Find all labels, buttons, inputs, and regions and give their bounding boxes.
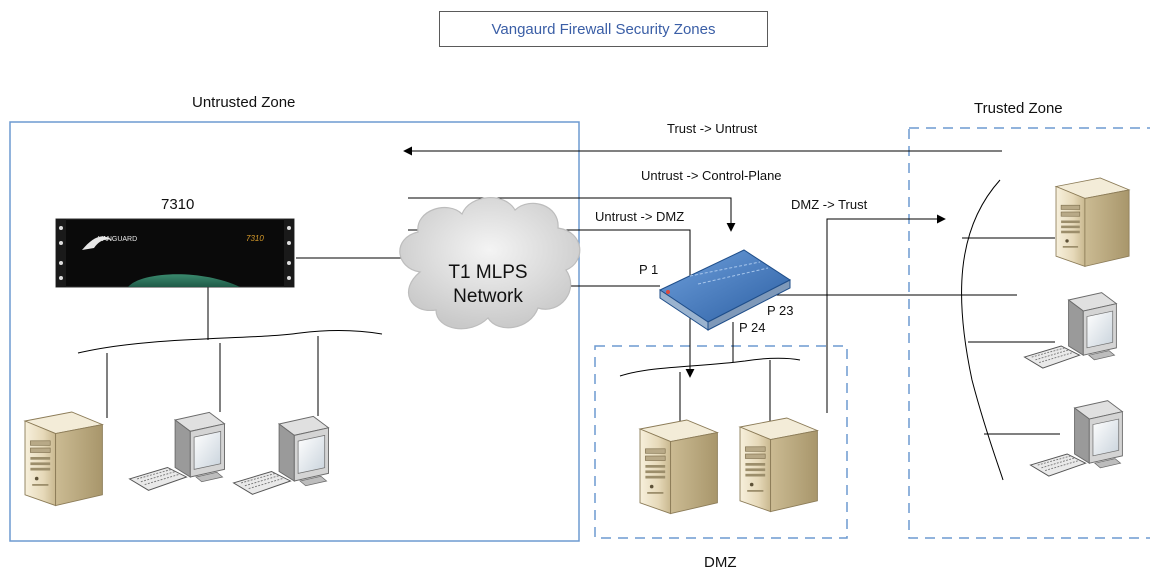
cloud-icon: [399, 197, 581, 330]
untrust-dmz-label: Untrust -> DMZ: [595, 209, 685, 224]
server-icon: [24, 411, 103, 507]
firewall-device-icon: [658, 249, 791, 331]
router-model-label: 7310: [161, 196, 195, 213]
port-p1-label: P 1: [639, 262, 659, 277]
port-p24-label: P 24: [739, 320, 766, 335]
cloud-label: T1 MLPS Network: [428, 261, 548, 309]
trusted-zone-label: Trusted Zone: [974, 100, 1063, 117]
router-icon: [55, 218, 295, 288]
server-icon: [1055, 177, 1130, 267]
dmz-trust-arrow: [826, 214, 946, 413]
server-icon: [739, 417, 818, 513]
workstation-icon: [1023, 292, 1117, 369]
workstation-icon: [1029, 400, 1123, 477]
dmz-zone-border: [594, 345, 848, 539]
dmz-trust-label: DMZ -> Trust: [791, 197, 868, 212]
trust-untrust-label: Trust -> Untrust: [667, 121, 758, 136]
untrust-control-plane-arrow: [408, 197, 736, 232]
diagram-title-text: Vangaurd Firewall Security Zones: [491, 20, 716, 38]
cloud-label-line2: Network: [453, 286, 523, 307]
untrust-control-plane-label: Untrust -> Control-Plane: [641, 168, 782, 183]
workstation-icon: [233, 415, 329, 495]
trusted-lan-segment: [961, 179, 1004, 481]
diagram-title: Vangaurd Firewall Security Zones: [439, 11, 768, 47]
untrusted-lan-segment: [77, 330, 383, 354]
port-p23-label: P 23: [767, 303, 794, 318]
workstation-icon: [129, 411, 225, 491]
server-icon: [639, 419, 718, 515]
untrusted-zone-border: [9, 121, 580, 542]
cloud-label-line1: T1 MLPS: [448, 262, 528, 283]
trusted-zone-border: [908, 127, 1150, 539]
dmz-lan-segment: [619, 357, 801, 377]
router-brand-label: VANGUARD: [98, 236, 137, 243]
untrusted-zone-label: Untrusted Zone: [192, 94, 296, 111]
dmz-zone-label: DMZ: [704, 554, 737, 571]
router-panel-label: 7310: [246, 234, 264, 243]
